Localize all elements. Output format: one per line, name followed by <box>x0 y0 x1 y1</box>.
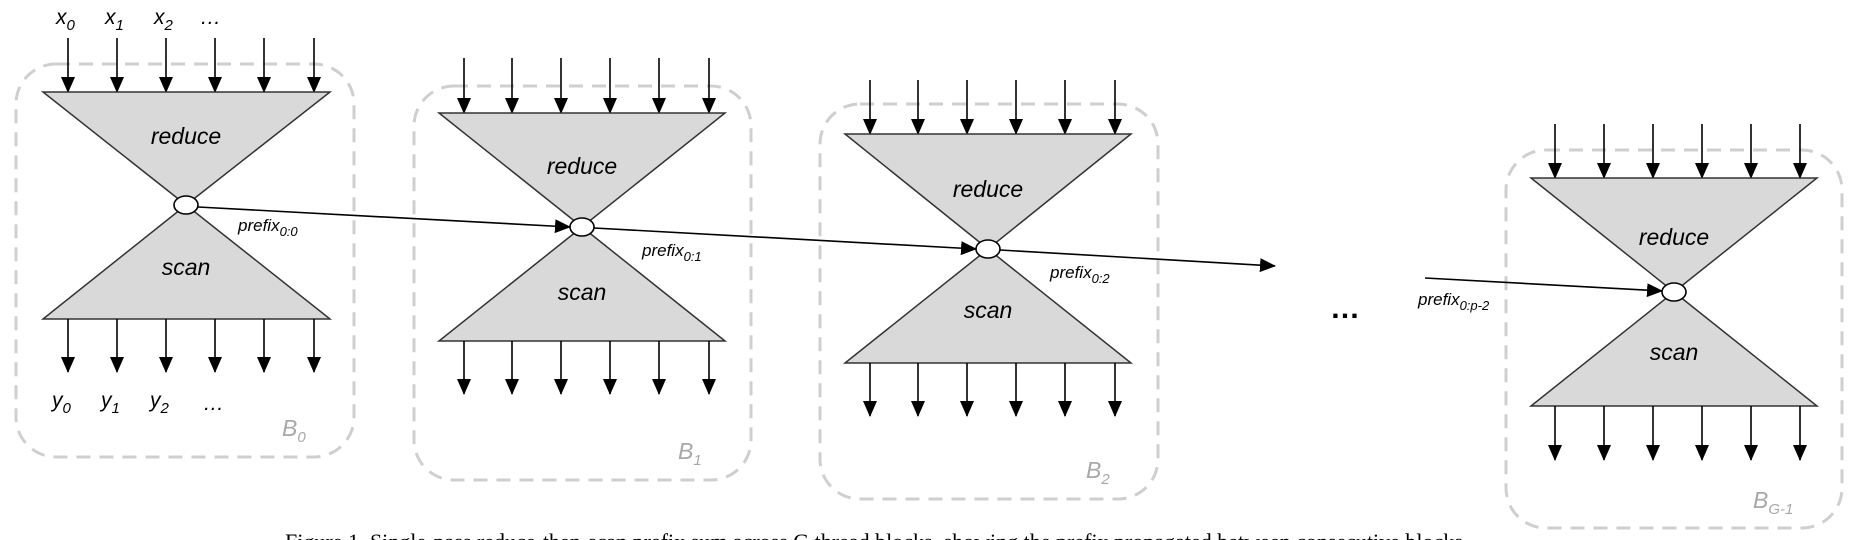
block-b1: reduce scan B1 <box>412 58 753 482</box>
output-label: y2 <box>148 389 170 417</box>
input-label: x1 <box>104 6 124 34</box>
block-label: BG-1 <box>1753 487 1793 518</box>
prefix-node <box>173 195 199 215</box>
reduce-triangle <box>436 112 728 228</box>
scan-triangle <box>436 226 728 342</box>
prefix-arrow <box>999 249 1276 273</box>
input-label: x0 <box>55 6 76 34</box>
prefix-node <box>569 217 595 237</box>
block-boundary <box>412 84 753 482</box>
block-label: B1 <box>678 438 702 469</box>
scan-triangle <box>40 204 333 320</box>
prefix-arrow <box>593 227 977 256</box>
block-label: B2 <box>1086 457 1110 488</box>
reduce-triangle <box>40 91 333 206</box>
reduce-label: reduce <box>151 123 221 149</box>
block-boundary <box>818 102 1160 501</box>
reduce-label: reduce <box>1639 224 1709 250</box>
output-label: y1 <box>99 389 120 417</box>
block-boundary <box>14 62 356 459</box>
scan-label: scan <box>558 279 607 305</box>
scan-label: scan <box>964 297 1013 323</box>
reduce-triangle <box>1528 177 1820 293</box>
output-arrows <box>1548 406 1807 461</box>
block-b0: reduce scan x0 x1 x2 … y0 y1 y2 … B0 <box>14 6 356 459</box>
reduce-triangle <box>842 133 1134 250</box>
prefix-label: prefix0:1 <box>641 241 702 264</box>
prefix-label: prefix0:2 <box>1049 263 1110 286</box>
output-label: y0 <box>50 389 72 417</box>
block-label: B0 <box>282 415 306 446</box>
prefix-arrow <box>1424 277 1663 298</box>
prefix-node <box>1661 282 1687 302</box>
input-arrows <box>61 38 321 93</box>
input-arrows <box>863 80 1122 135</box>
block-b2: reduce scan B2 <box>818 80 1160 501</box>
output-arrows <box>61 319 321 373</box>
input-arrows <box>457 58 716 114</box>
prefix-arrow <box>197 206 571 234</box>
scan-label: scan <box>1650 339 1699 365</box>
blocks-ellipsis: … <box>1330 292 1360 325</box>
block-boundary <box>1504 148 1844 530</box>
reduce-label: reduce <box>547 153 617 179</box>
input-arrows <box>1548 124 1807 179</box>
prefix-arrows <box>197 206 1663 298</box>
figure-caption: Figure 1. Single-pass reduce-then-scan p… <box>285 529 1463 540</box>
prefix-label: prefix0:p-2 <box>1417 290 1490 313</box>
reduce-label: reduce <box>953 176 1023 202</box>
scan-triangle <box>842 248 1134 364</box>
output-arrows <box>863 363 1122 417</box>
scan-triangle <box>1528 291 1820 407</box>
input-label: x2 <box>153 6 174 34</box>
output-ellipsis: … <box>203 392 224 415</box>
block-bg-1: reduce scan BG-1 <box>1504 124 1844 530</box>
prefix-node <box>975 239 1001 259</box>
output-arrows <box>457 341 716 395</box>
prefix-label: prefix0:0 <box>237 216 298 239</box>
scan-label: scan <box>162 254 211 280</box>
input-ellipsis: … <box>200 6 221 29</box>
